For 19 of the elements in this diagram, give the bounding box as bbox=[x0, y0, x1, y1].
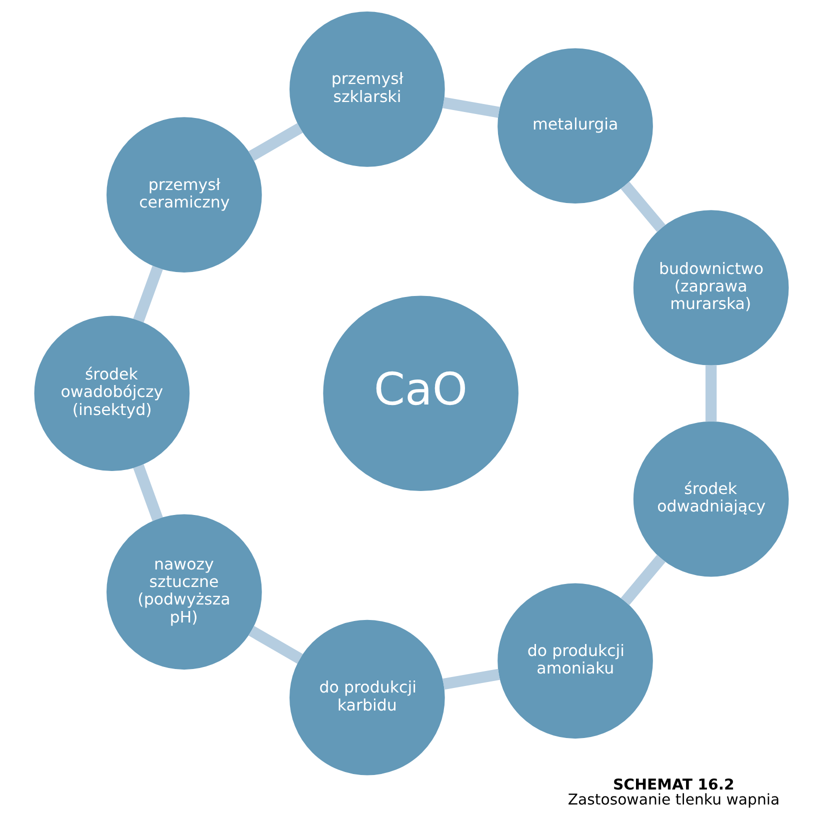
node-circle: przemysł szklarski bbox=[290, 12, 445, 167]
connector bbox=[248, 123, 303, 161]
node-circle: przemysł ceramiczny bbox=[106, 117, 262, 272]
node-circle: środek odwadniający bbox=[633, 421, 789, 577]
node-circle: CaO bbox=[323, 296, 518, 492]
connector bbox=[620, 182, 666, 232]
connector bbox=[442, 97, 500, 118]
node-circle: metalurgia bbox=[498, 48, 653, 204]
node-circle: środek owadobójczy (insektyd) bbox=[34, 316, 190, 472]
connector bbox=[133, 266, 163, 322]
connector bbox=[620, 554, 666, 606]
connector bbox=[133, 464, 163, 522]
node-circle: do produkcji amoniaku bbox=[498, 583, 653, 739]
node-circle: nawozy sztuczne (podwyższa pH) bbox=[106, 514, 262, 670]
node-circle: do produkcji karbidu bbox=[290, 620, 445, 776]
connector bbox=[442, 668, 500, 690]
connector bbox=[248, 626, 303, 664]
node-circle: budownictwo (zaprawa murarska) bbox=[633, 210, 789, 366]
connector bbox=[706, 365, 717, 422]
